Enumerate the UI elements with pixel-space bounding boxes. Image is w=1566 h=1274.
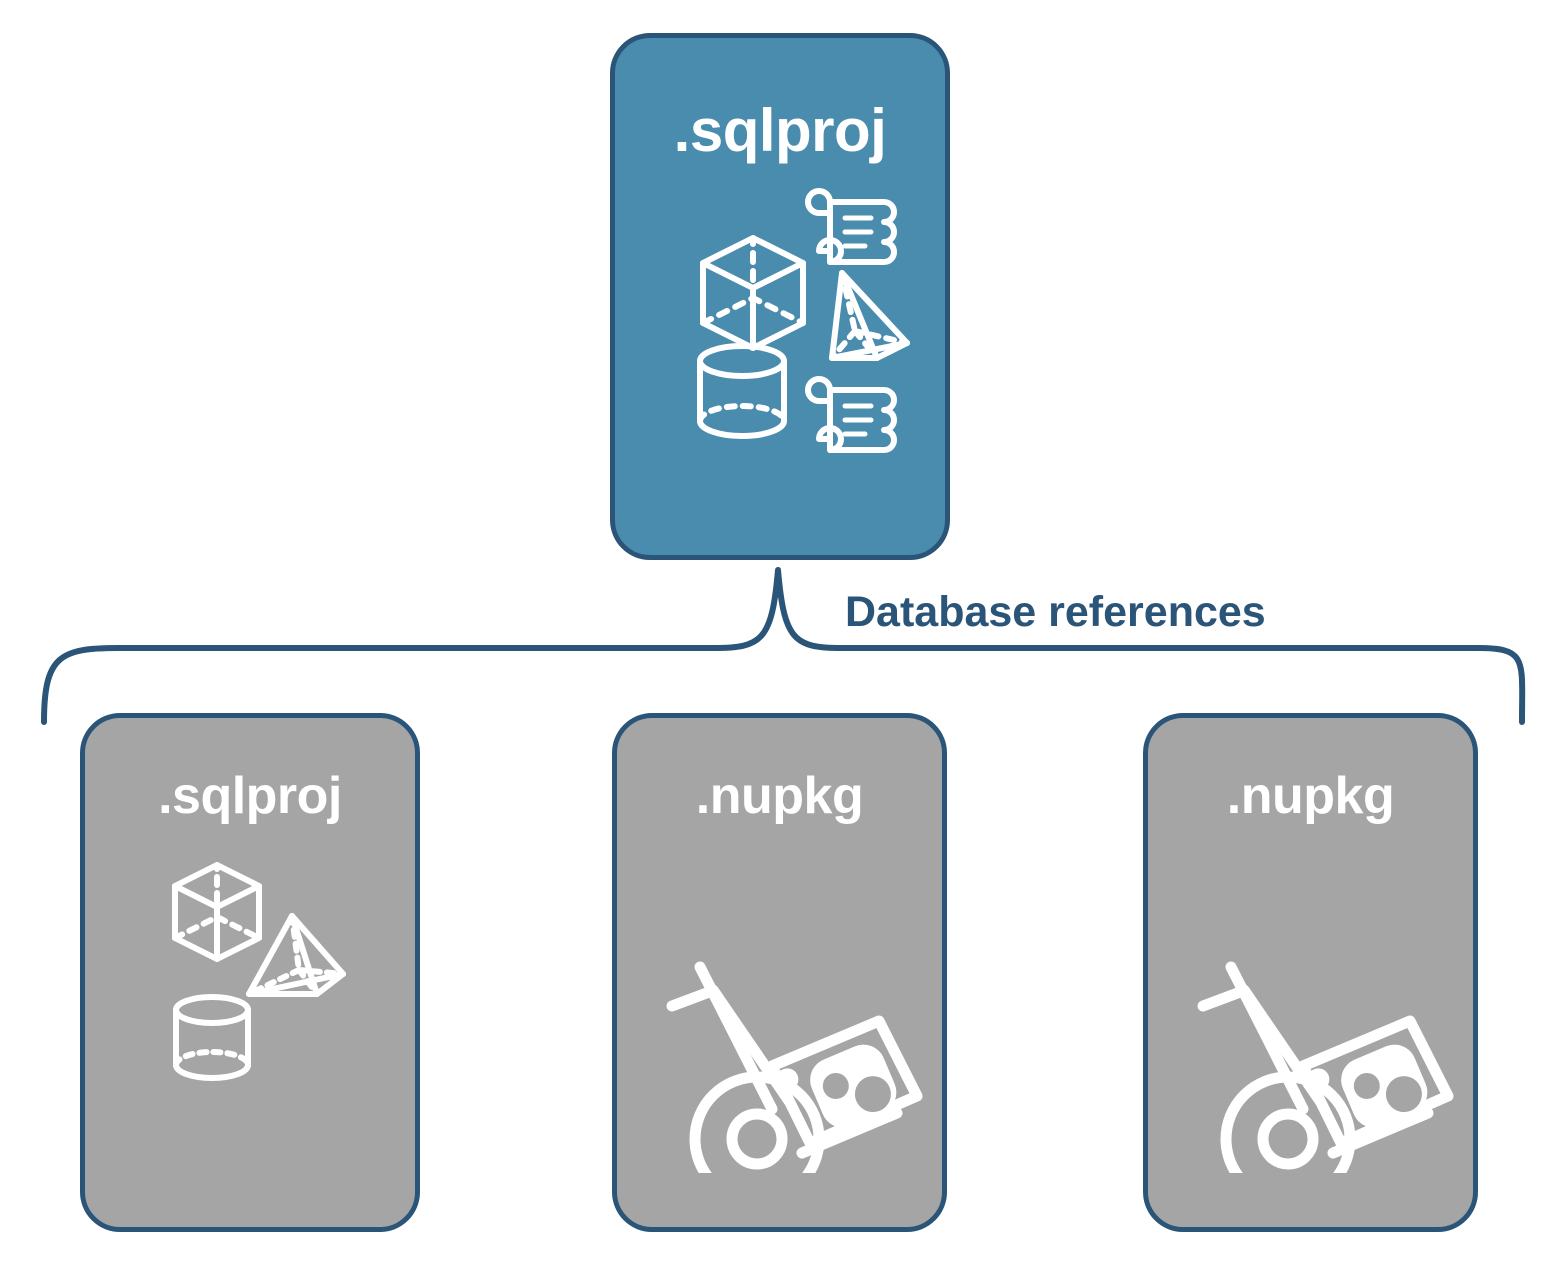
cube-icon [700,235,806,351]
node-child-sqlproj-artwork [85,848,415,1128]
nuget-package-icon [1297,1015,1454,1149]
node-child-nupkg-1[interactable]: .nupkg [612,713,947,1232]
pyramid-icon [829,270,910,361]
node-root-artwork [615,168,945,468]
node-child-nupkg-2-title: .nupkg [1226,767,1395,825]
scroll-icon [805,376,897,453]
node-child-nupkg-1-artwork [617,843,942,1173]
node-child-nupkg-2[interactable]: .nupkg [1143,713,1478,1232]
scroll-icon [805,188,897,265]
cube-icon [172,862,262,962]
nuget-package-icon [766,1015,923,1149]
node-child-nupkg-2-artwork [1148,843,1473,1173]
connector-label: Database references [845,588,1266,636]
node-child-sqlproj-title: .sqlproj [158,767,342,825]
node-child-sqlproj[interactable]: .sqlproj [80,713,420,1232]
node-root-title: .sqlproj [673,97,887,164]
node-root-sqlproj[interactable]: .sqlproj [610,33,950,560]
pyramid-icon [246,913,346,997]
cylinder-icon [697,343,787,439]
cylinder-icon [173,994,251,1081]
node-child-nupkg-1-title: .nupkg [695,767,864,825]
